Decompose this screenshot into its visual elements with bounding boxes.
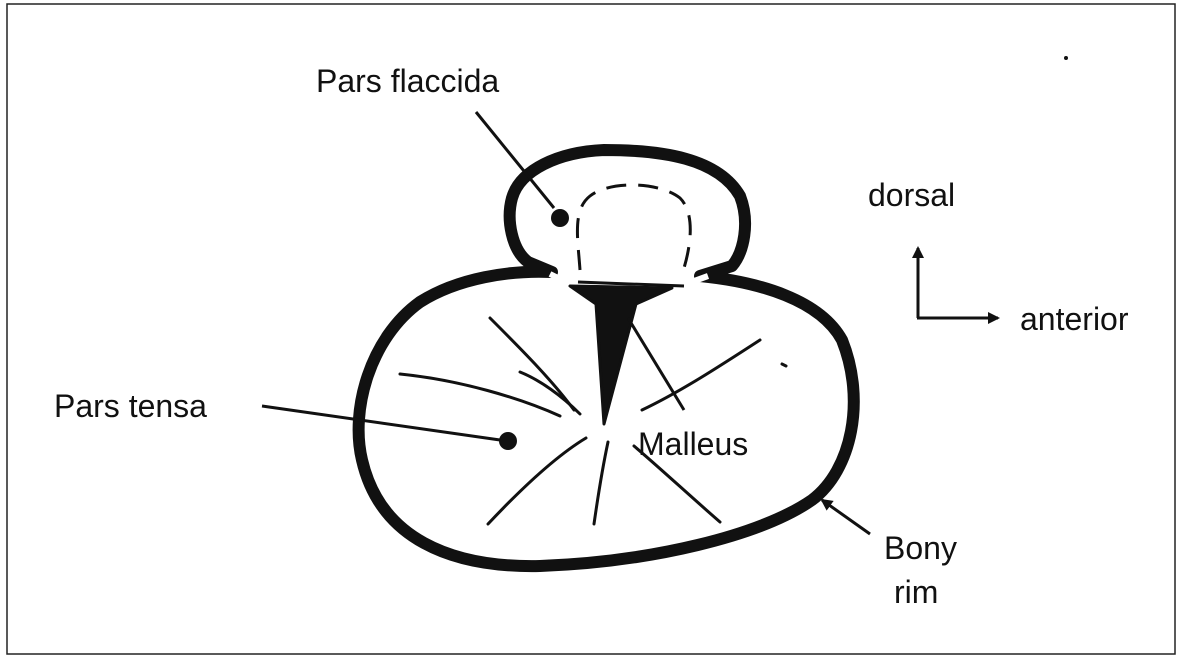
radial-fibres [400,318,786,524]
pars-tensa-dot [499,432,517,450]
pars-tensa-label: Pars tensa [54,388,207,424]
pars-tensa-leader [262,406,500,440]
figure-frame [7,4,1175,654]
pars-flaccida-dot [551,209,569,227]
notch-right [686,276,708,284]
bony-rim-leader [822,500,870,534]
bony-rim-label-line2: rim [894,574,938,610]
stray-mark [1064,56,1068,60]
malleus-label: Malleus [638,426,748,462]
dorsal-label: dorsal [868,177,955,213]
malleus-head-dashed [577,185,690,270]
malleus-leader [628,318,684,410]
orientation-indicator [917,248,998,318]
notch-left [550,274,574,286]
bony-rim-label-line1: Bony [884,530,957,566]
anterior-label: anterior [1020,301,1129,337]
pars-flaccida-label: Pars flaccida [316,63,499,99]
